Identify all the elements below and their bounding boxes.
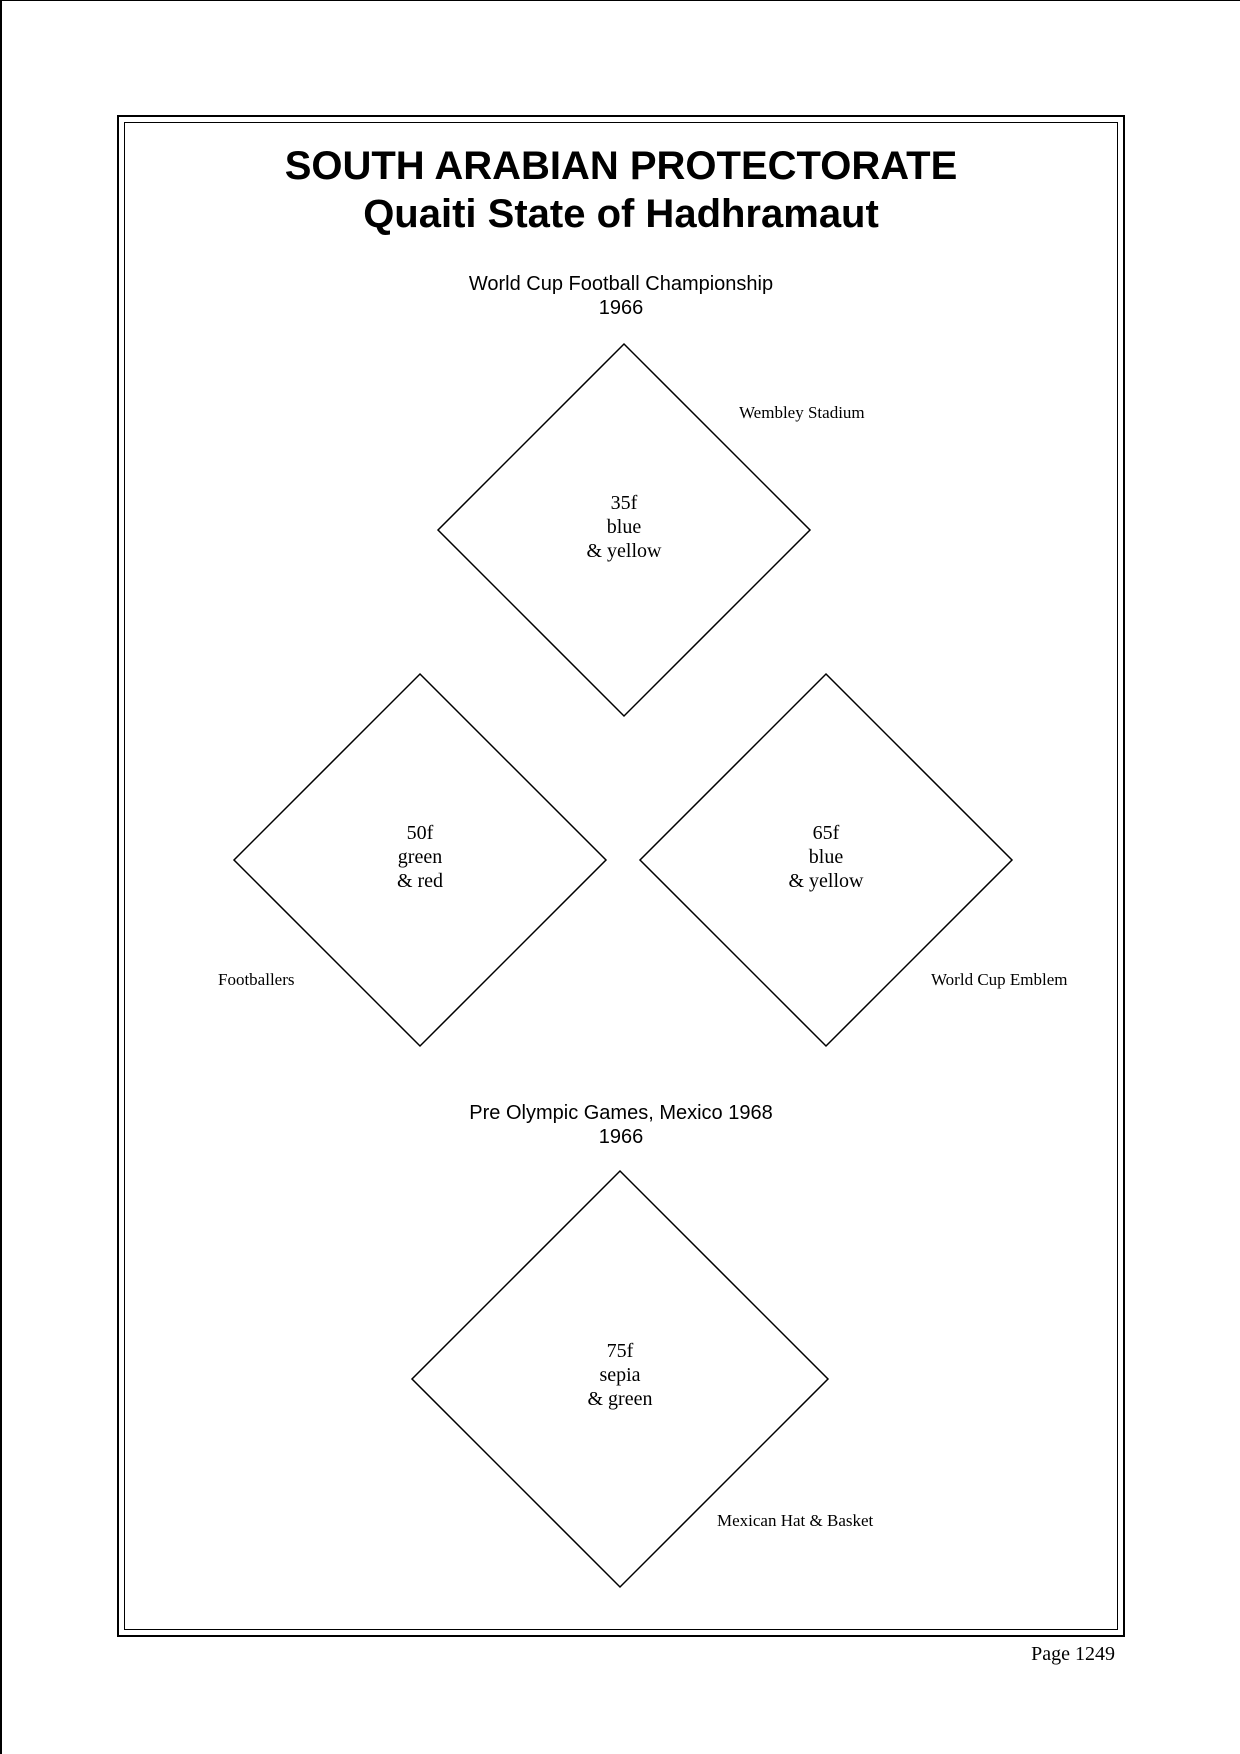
stamp-color: blue (808, 846, 844, 868)
stamp-65f: 65f blue & yellow (726, 821, 926, 893)
album-frame-inner (124, 122, 1118, 1630)
page-number: Page 1249 (1031, 1643, 1115, 1665)
stamp-box-75f (410, 1169, 830, 1589)
stamp-value: 75f (606, 1340, 634, 1362)
stamp-75f: 75f sepia & green (520, 1339, 720, 1411)
page-title: SOUTH ARABIAN PROTECTORATE (284, 144, 958, 188)
album-frame-outer (117, 115, 1125, 1637)
stamp-caption-35f: Wembley Stadium (739, 403, 865, 422)
stamp-value: 50f (406, 822, 434, 844)
stamp-color: & yellow (788, 870, 864, 892)
stamp-caption-50f: Footballers (218, 970, 295, 989)
stamp-color: & green (587, 1388, 653, 1410)
stamp-color: sepia (599, 1364, 641, 1386)
stamp-caption-75f: Mexican Hat & Basket (717, 1511, 874, 1530)
stamp-color: & red (396, 870, 444, 892)
stamp-color: & yellow (586, 540, 662, 562)
section-year: 1966 (598, 1126, 644, 1148)
section-heading-world-cup: World Cup Football Championship 1966 (124, 272, 1118, 320)
stamp-caption-65f: World Cup Emblem (931, 970, 1068, 989)
section-title: World Cup Football Championship (468, 273, 774, 295)
stamp-box-50f (232, 672, 608, 1048)
stamp-box-35f (436, 342, 812, 718)
section-title: Pre Olympic Games, Mexico 1968 (469, 1102, 773, 1124)
stamp-color: blue (606, 516, 642, 538)
stamp-50f: 50f green & red (320, 821, 520, 893)
page-subtitle: Quaiti State of Hadhramaut (363, 192, 879, 236)
section-year: 1966 (598, 297, 644, 319)
stamp-value: 65f (812, 822, 840, 844)
stamp-value: 35f (610, 492, 638, 514)
section-heading-pre-olympic: Pre Olympic Games, Mexico 1968 1966 (124, 1101, 1118, 1149)
stamp-box-65f (638, 672, 1014, 1048)
stamp-35f: 35f blue & yellow (524, 491, 724, 563)
stamp-color: green (397, 846, 443, 868)
